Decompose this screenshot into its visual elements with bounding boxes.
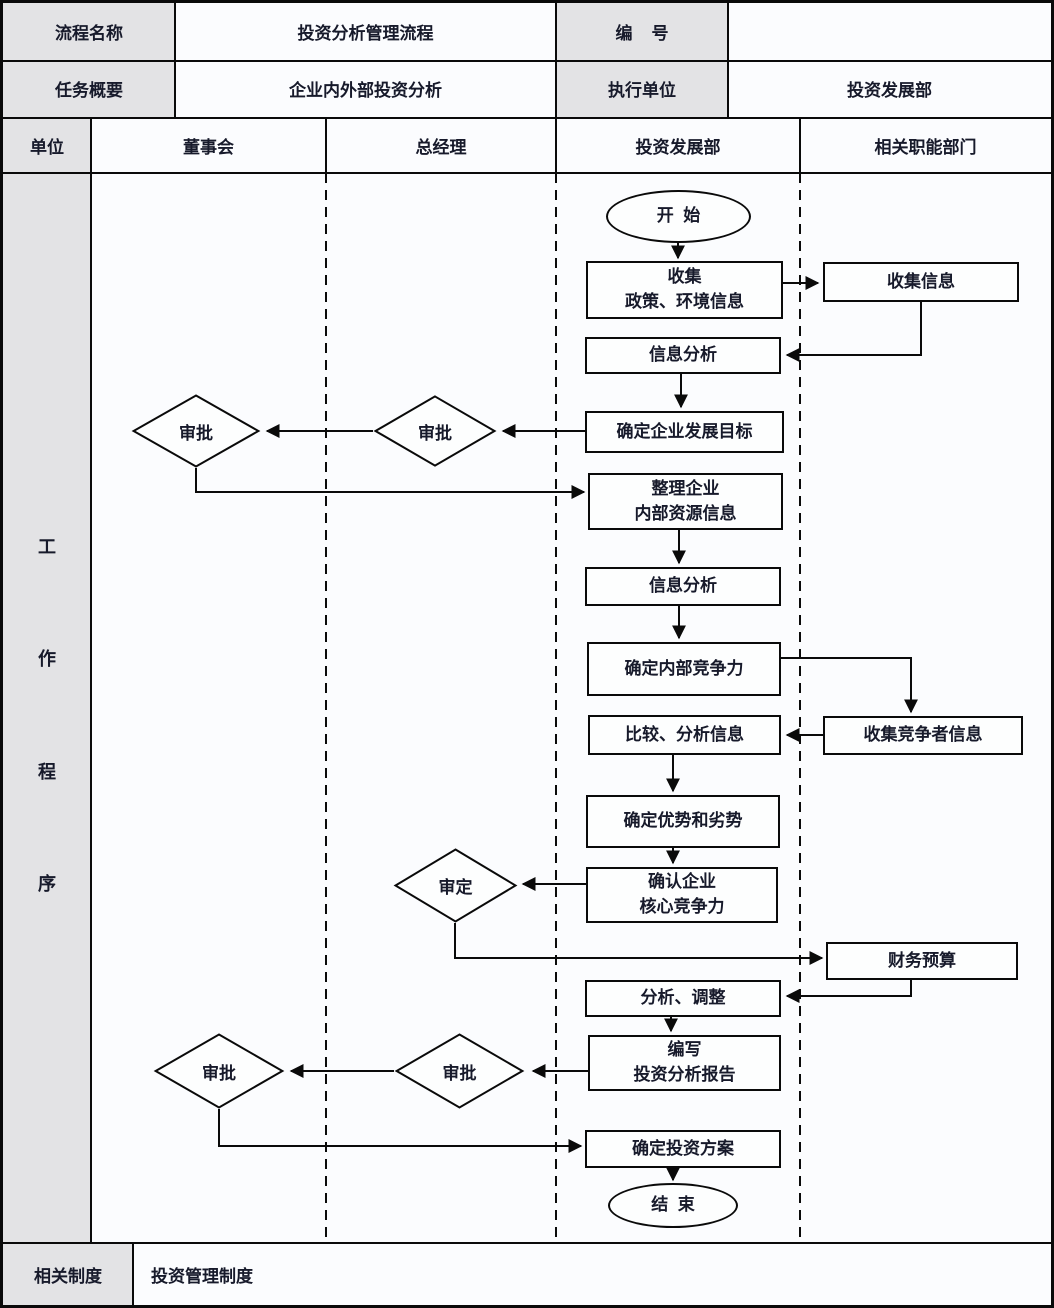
diamond-shape [393,848,518,923]
diamond-shape [131,394,261,468]
diamond-shape [373,395,497,467]
connector-budget-to-adjust [785,980,912,1003]
lane-header-general-manager: 总经理 [415,137,467,157]
collect-info-node: 收集信息 [823,262,1019,302]
info-analysis-1-node: 信息分析 [585,337,781,374]
grid-line [3,172,1051,174]
set-goal-node: 确定企业发展目标 [585,411,784,453]
end-node: 结 束 [608,1183,738,1228]
lane-header-board: 董事会 [183,137,234,157]
connector-board2-to-plan [218,1109,583,1153]
gutter-char: 工 [38,537,56,557]
task-summary-label: 任务概要 [3,60,175,117]
process-name-label: 流程名称 [3,3,175,60]
grid-line [132,1243,134,1305]
lane-header-related-depts: 相关职能部门 [874,137,977,157]
start-node: 开 始 [606,190,751,243]
gutter-char: 序 [38,874,56,894]
analyze-adjust-node: 分析、调整 [585,980,781,1017]
collect-policy-line2: 政策、环境信息 [625,292,744,311]
grid-line [174,3,176,117]
confirm-core-node: 确认企业 核心竞争力 [586,867,778,923]
collect-policy-line1: 收集 [667,267,702,287]
grid-line [799,117,801,173]
approve-gm-1-label: 审批 [418,423,452,443]
confirm-core-line1: 确认企业 [648,872,716,892]
budget-node: 财务预算 [826,942,1018,980]
connector-collectinfo-to-analysis1 [785,302,922,362]
diamond-shape [394,1033,525,1109]
compare-analyze-node: 比较、分析信息 [588,715,781,755]
organize-line1: 整理企业 [651,478,720,498]
strengths-weaknesses-node: 确定优势和劣势 [586,795,780,848]
review-diamond: 审定 [393,848,518,923]
organize-line2: 内部资源信息 [634,503,737,523]
connector-review-to-budget [454,923,824,965]
confirm-core-line2: 核心竞争力 [639,897,725,916]
executing-unit-value: 投资发展部 [847,81,932,100]
connector-board1-to-organize [195,468,586,499]
grid-line [325,117,327,173]
collect-competitor-node: 收集竞争者信息 [823,716,1023,755]
grid-line [3,60,1051,62]
related-system-value: 投资管理制度 [151,1266,253,1286]
internal-competitiveness-node: 确定内部竞争力 [587,642,781,696]
review-label: 审定 [438,878,473,897]
approve-board-2-label: 审批 [202,1063,236,1083]
grid-line [3,117,1051,119]
approve-board-1-label: 审批 [179,423,213,443]
work-procedure-gutter: 工 作 程 序 [3,173,91,1243]
related-system-label: 相关制度 [3,1243,133,1305]
gutter-char: 程 [38,762,56,782]
approve-board-1-diamond: 审批 [131,394,261,468]
approve-gm-2-label: 审批 [442,1063,477,1083]
approve-board-2-diamond: 审批 [153,1033,285,1109]
lane-header-investment-dept: 投资发展部 [635,137,721,157]
write-report-line1: 编写 [667,1040,702,1060]
info-analysis-2-node: 信息分析 [585,567,781,606]
connector-internal-to-competitor [781,657,918,714]
organize-internal-node: 整理企业 内部资源信息 [588,473,783,530]
write-report-line2: 投资分析报告 [633,1065,736,1084]
write-report-node: 编写 投资分析报告 [588,1035,781,1091]
number-label: 编 号 [556,3,728,60]
collect-policy-node: 收集 政策、环境信息 [586,261,783,319]
approve-gm-2-diamond: 审批 [394,1033,525,1109]
grid-line [727,3,729,117]
connector-overlay [195,173,922,1242]
gutter-char: 作 [38,649,56,669]
process-name-value: 投资分析管理流程 [297,24,434,43]
grid-line [3,1242,1051,1244]
approve-gm-1-diamond: 审批 [373,395,497,467]
task-summary-value: 企业内外部投资分析 [289,81,442,100]
investment-plan-node: 确定投资方案 [585,1130,781,1168]
diamond-shape [153,1033,285,1109]
grid-line [90,117,92,1243]
executing-unit-label: 执行单位 [556,60,728,117]
unit-label: 单位 [3,117,91,173]
grid-line [555,3,557,173]
